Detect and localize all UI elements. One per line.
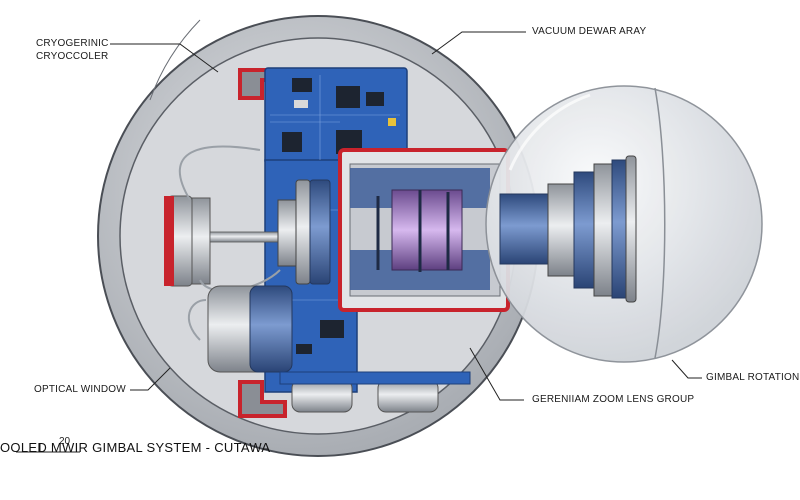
cryocooler-unit xyxy=(164,145,287,292)
label-gimbal-rotation: GIMBAL ROTATION I xyxy=(706,372,800,383)
label-zoom-lens: GERENIIAM ZOOM LENS GROUP xyxy=(532,394,695,405)
label-vacuum-dewar: VACUUM DEWAR ARAY xyxy=(532,26,647,37)
leader-lines xyxy=(16,31,702,453)
zoom-lens-group xyxy=(499,155,637,303)
optical-window-drum xyxy=(188,285,293,373)
label-cryocooler-line2: CRYOCCOLER xyxy=(36,51,109,62)
front-lens-rings xyxy=(277,179,331,285)
label-cryocooler-line1: CRYOGERINIC xyxy=(36,38,109,49)
label-optical-window: OPTICAL WINDOW xyxy=(34,384,126,395)
lens-barrel xyxy=(338,148,510,312)
mount-drums xyxy=(279,371,471,413)
page-number: 20 xyxy=(59,436,71,447)
diagram-title: OOLED MWIR GIMBAL SYSTEM - CUTAWA xyxy=(0,440,271,455)
